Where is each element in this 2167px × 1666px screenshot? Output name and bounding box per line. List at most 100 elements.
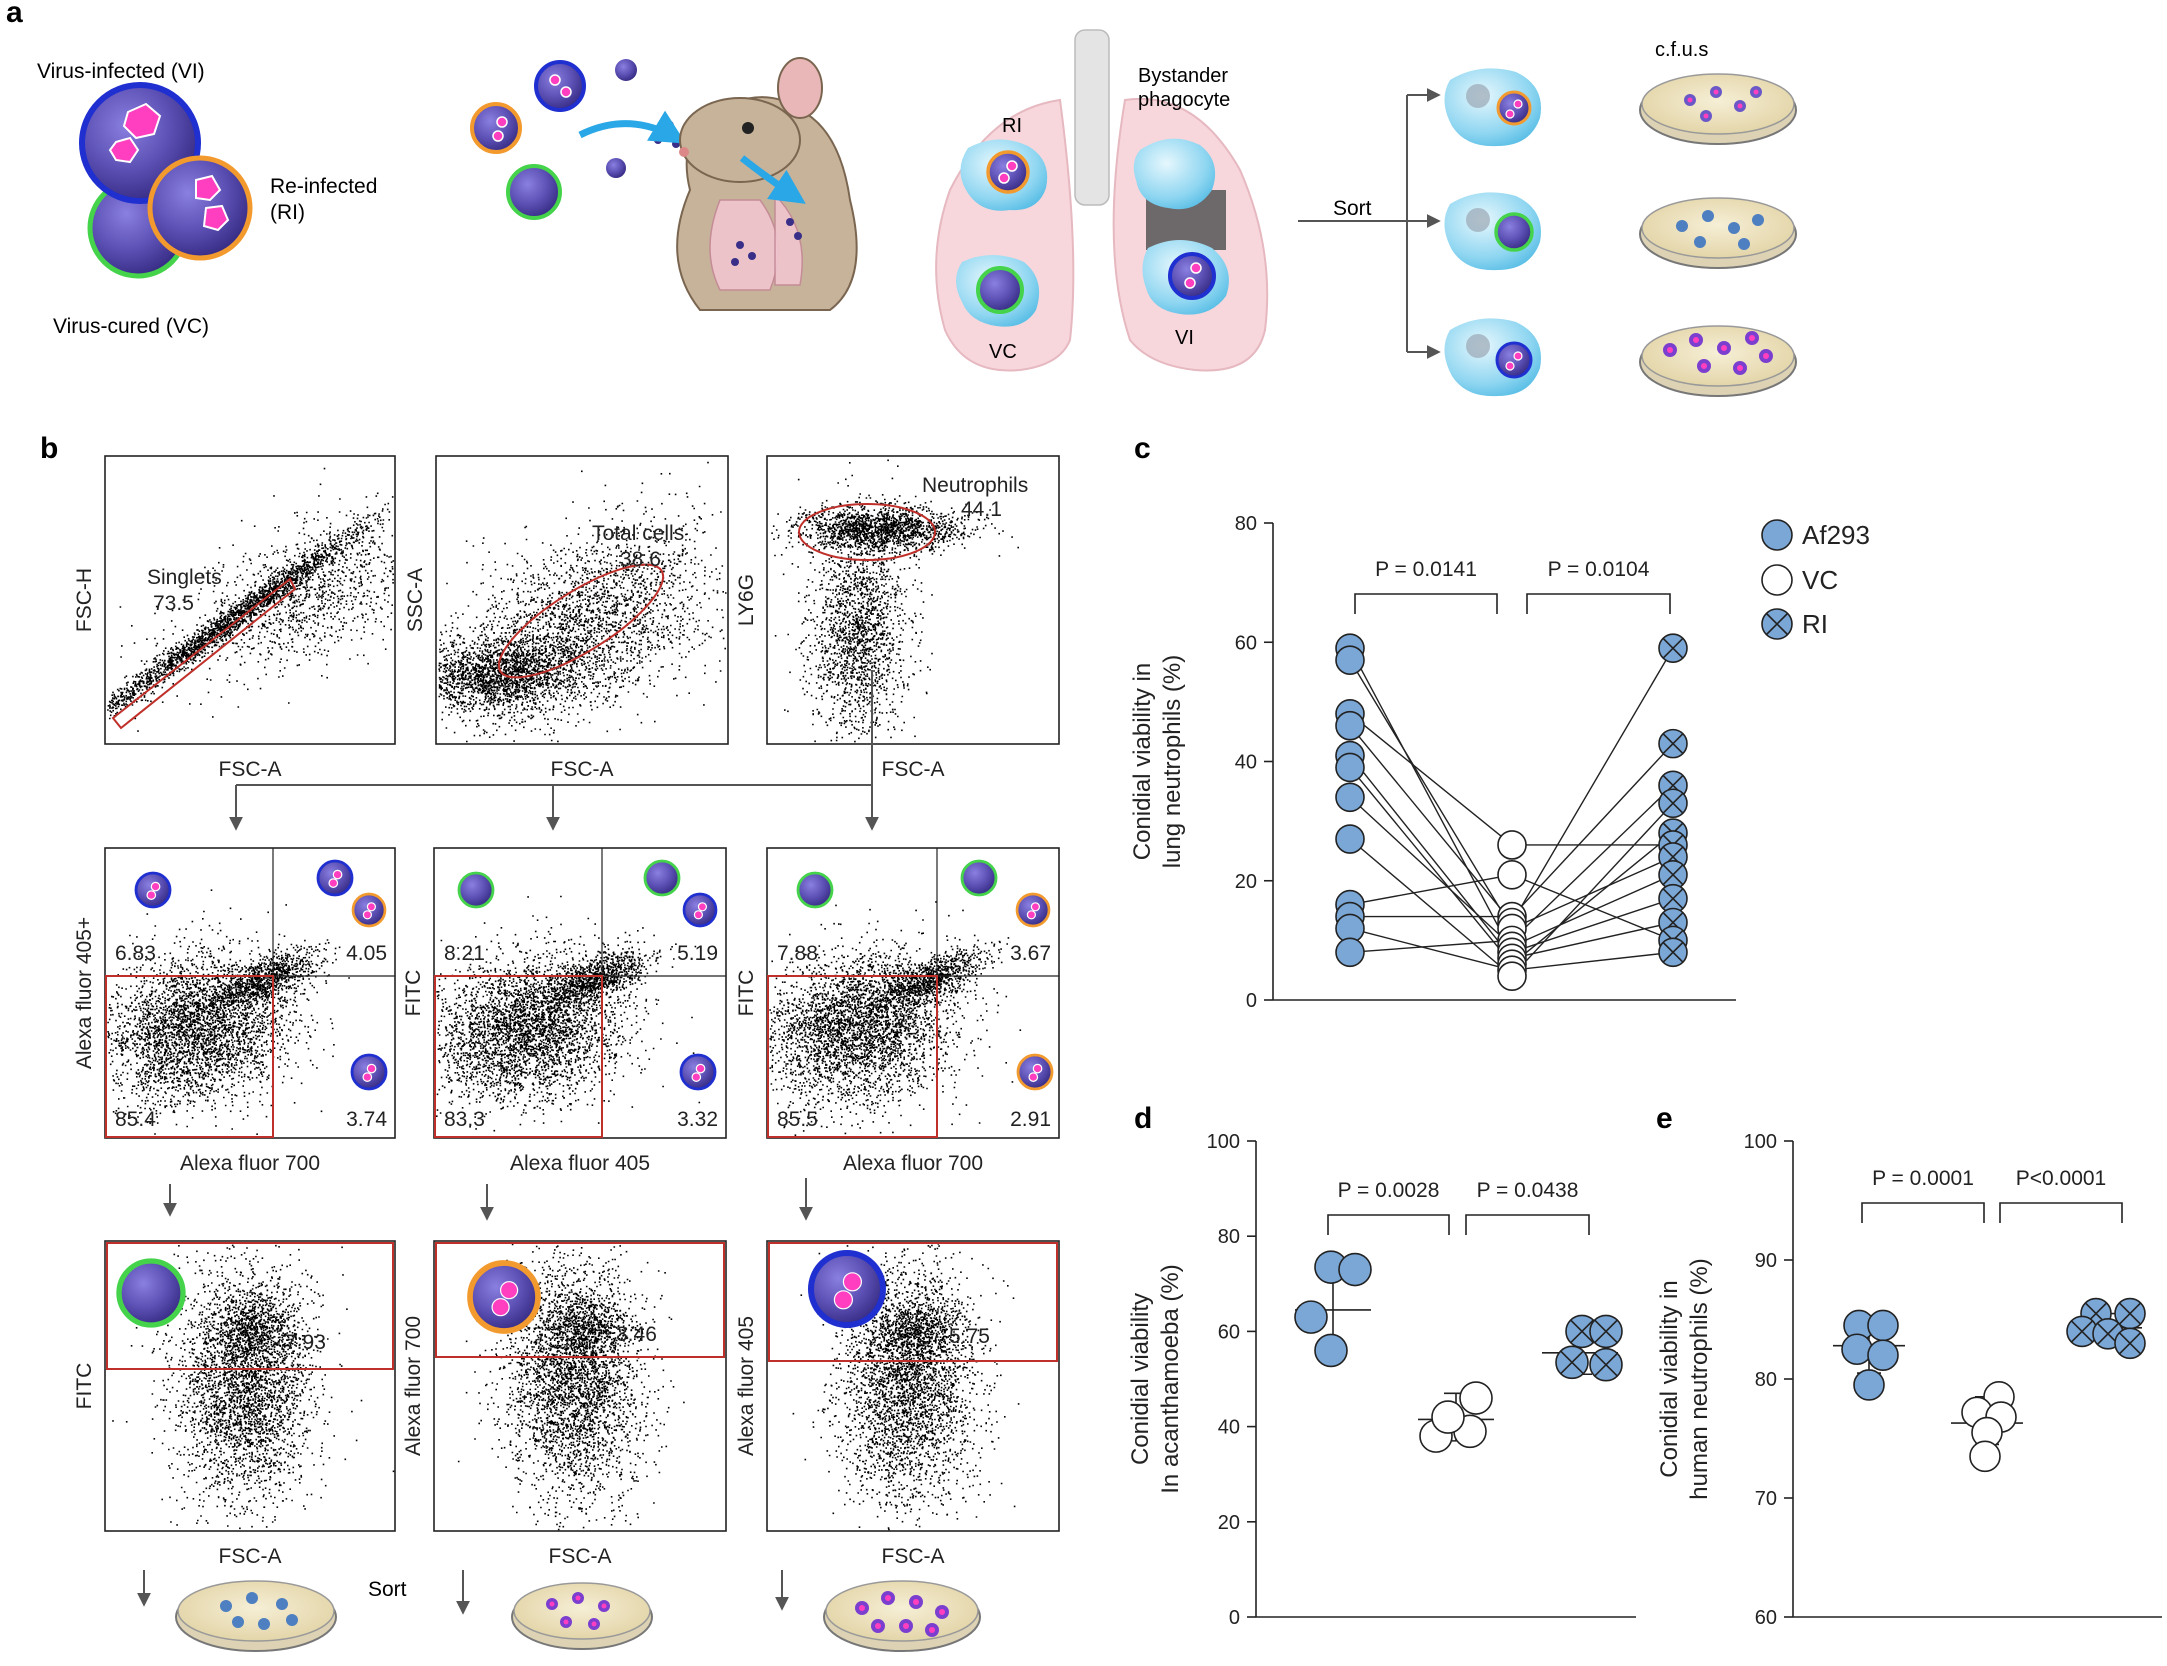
gate-label: Singlets: [147, 566, 222, 589]
data-point-af293: [1867, 1309, 1899, 1342]
event-dots: [510, 1277, 649, 1374]
virus-icon: [842, 1272, 863, 1292]
data-point-ri-cross: [2070, 1320, 2094, 1343]
data-point-ri: [1658, 883, 1688, 914]
data-point-ri-cross: [2118, 1332, 2142, 1355]
petri-dish-icon: [175, 1580, 337, 1652]
lung-label-ri: RI: [1002, 115, 1022, 137]
p-value-label: P = 0.0104: [1548, 558, 1650, 581]
virus-icon: [1028, 1072, 1039, 1082]
event-dots: [112, 1244, 395, 1530]
gate-label: Neutrophils: [922, 474, 1028, 497]
plot-frame: [766, 455, 1060, 745]
virus-icon: [1032, 1063, 1043, 1074]
pair-line: [1511, 784, 1674, 941]
x-axis-label: FSC-A: [219, 1545, 282, 1568]
event-dots: [853, 1282, 997, 1371]
vc-conidium-icon: [796, 871, 834, 909]
virus-icon: [146, 890, 157, 900]
mouse-ear-icon: [777, 57, 823, 119]
y-tick-label: 40: [1218, 1417, 1240, 1439]
vc-conidium-icon: [643, 859, 681, 897]
panel-letter-b: b: [40, 432, 58, 465]
virus-icon: [496, 116, 508, 128]
data-point-af293: [1335, 824, 1365, 854]
virus-icon: [1505, 361, 1515, 371]
pair-line: [1349, 838, 1513, 977]
y-tick-label: 40: [1235, 752, 1257, 774]
pair-line: [1511, 743, 1674, 918]
y-axis-label: Conidial viability: [1127, 1293, 1154, 1465]
y-tick-label: 20: [1235, 871, 1257, 893]
gate-value: 44.1: [961, 498, 1002, 521]
pair-line: [1349, 659, 1513, 929]
y-axis-label: human neutrophils (%): [1686, 1258, 1713, 1499]
pair-line: [1511, 951, 1674, 971]
vc-conidium-icon: [1494, 212, 1534, 252]
petri-dish-icon: [1639, 325, 1797, 397]
data-point-vc: [1969, 1440, 2001, 1473]
virus-icon: [695, 1063, 706, 1074]
trachea-icon: [1074, 29, 1110, 206]
virus-icon: [998, 172, 1010, 184]
gating-arrows: [137, 670, 879, 1615]
vi-conidium-icon: [1495, 341, 1533, 379]
data-point-ri-cross: [1594, 1319, 1618, 1344]
y-axis-label: SSC-A: [404, 568, 427, 632]
event-dots: [827, 934, 1010, 1032]
gate-rect: [768, 1242, 1058, 1362]
y-axis-label: FITC: [73, 1363, 96, 1410]
lung-label-vi: VI: [1175, 327, 1194, 349]
data-point-ri: [1589, 1347, 1623, 1382]
y-tick-label: 90: [1755, 1250, 1777, 1272]
data-point-ri-cross: [1570, 1319, 1594, 1344]
y-axis-label: LY6G: [735, 574, 758, 626]
gate-value: 5.75: [949, 1325, 990, 1348]
data-point-ri: [1658, 633, 1688, 664]
vi-conidium-icon: [534, 60, 586, 112]
data-point-af293: [1314, 1333, 1348, 1368]
quadrant-value-ur: 3.67: [1010, 942, 1051, 965]
quadrant-value-ll: 83.3: [444, 1108, 485, 1131]
quadrant-value-ll: 85.5: [777, 1108, 818, 1131]
virus-icon: [1026, 910, 1037, 920]
significance-bracket: [1999, 1202, 2123, 1223]
panel-letter-e: e: [1656, 1102, 1673, 1135]
nucleus-icon: [1466, 84, 1490, 108]
gate-value: 73.5: [153, 592, 194, 615]
petri-dish-icon: [1639, 197, 1797, 269]
virus-icon: [362, 1072, 373, 1082]
y-tick-label: 0: [1229, 1607, 1240, 1629]
sorted-dishes: [175, 1580, 981, 1652]
spore-icon: [654, 136, 662, 144]
y-axis-label: Alexa fluor 700: [402, 1316, 425, 1456]
data-point-af293: [1335, 752, 1365, 783]
y-axis-label: Conidial viability in: [1656, 1280, 1683, 1477]
y-axis-label: FITC: [735, 970, 758, 1017]
inhale-arrow: [578, 110, 687, 144]
label-ri-2: (RI): [270, 201, 305, 224]
data-point-af293: [1294, 1300, 1328, 1334]
virus-icon: [150, 881, 161, 892]
spore-icon: [794, 232, 802, 240]
y-axis-label: lung neutrophils (%): [1159, 655, 1186, 868]
significance-bracket: [1327, 1214, 1450, 1235]
y-tick-label: 0: [1246, 990, 1257, 1012]
y-tick-label: 60: [1218, 1321, 1240, 1343]
y-axis-label: FSC-H: [73, 568, 96, 632]
sorted-phagocytes: [1444, 68, 1541, 397]
virus-icon: [122, 102, 162, 140]
gate-rect: [435, 1242, 725, 1358]
virus-icon: [328, 878, 339, 888]
sort-label: Sort: [1333, 197, 1372, 220]
gate-value: 7.93: [285, 1331, 326, 1354]
data-point-ri: [1555, 1345, 1589, 1380]
gate-rect: [767, 975, 938, 1138]
data-point-vc: [1497, 961, 1527, 991]
data-point-af293: [1867, 1339, 1899, 1371]
y-tick-label: 80: [1755, 1369, 1777, 1391]
